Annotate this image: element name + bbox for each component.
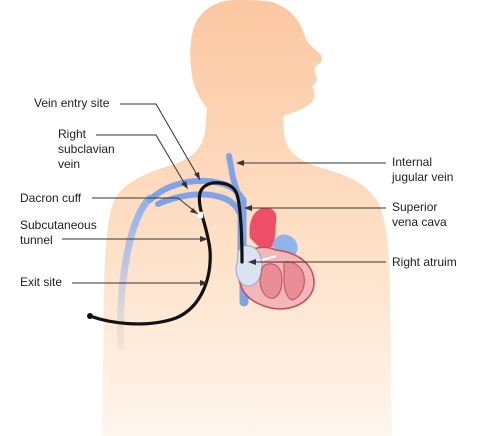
leader-lines: [62, 103, 386, 284]
catheter-tip: [87, 313, 93, 319]
arrow-internal-jugular-vein: [236, 160, 244, 166]
label-right-subclavian-vein-line-1: Right: [58, 127, 87, 141]
label-subcutaneous-tunnel-line-2: tunnel: [20, 233, 53, 247]
label-dacron-cuff: Dacron cuff: [20, 191, 82, 205]
label-internal-jugular-vein-line-1: Internal: [392, 155, 433, 169]
dacron-cuff-marker: [196, 211, 204, 219]
label-exit-site: Exit site: [20, 275, 63, 289]
right-atrium-shape: [235, 245, 263, 287]
arrow-right-atrium: [248, 259, 256, 265]
label-superior-vena-cava-line-1: Superior: [392, 200, 438, 214]
torso-silhouette: [102, 0, 392, 436]
arrow-superior-vena-cava: [244, 205, 252, 211]
label-right-subclavian-vein-line-3: vein: [58, 157, 81, 171]
label-subcutaneous-tunnel-line-1: Subcutaneous: [20, 218, 97, 232]
leader-dacron-cuff: [92, 197, 199, 215]
heart-chamber-right: [259, 263, 283, 299]
arm-vein: [116, 194, 154, 350]
arrow-exit-site: [200, 280, 208, 286]
label-superior-vena-cava-line-2: vena cava: [392, 215, 447, 229]
label-superior-vena-cava: Superior vena cava: [392, 200, 447, 230]
heart-chamber-left: [283, 261, 305, 301]
arrow-vein-entry-site: [194, 172, 200, 180]
arrow-subcutaneous-tunnel: [200, 236, 208, 242]
aortic-arch: [249, 207, 277, 250]
leader-vein-entry-site: [120, 103, 201, 181]
label-right-subclavian-vein-line-2: subclavian: [58, 142, 115, 156]
arrowheads: [181, 160, 256, 286]
arrow-right-subclavian-vein: [181, 181, 188, 189]
label-internal-jugular-vein: Internal jugular vein: [392, 155, 453, 185]
arrow-dacron-cuff: [190, 208, 198, 214]
label-internal-jugular-vein-line-2: jugular vein: [392, 170, 454, 184]
label-subcutaneous-tunnel: Subcutaneous tunnel: [20, 218, 97, 248]
label-right-atrium: Right atruim: [392, 255, 457, 269]
heart-valve: [261, 255, 277, 261]
label-right-subclavian-vein: Right subclavian vein: [58, 127, 115, 172]
catheter: [88, 181, 244, 326]
label-vein-entry-site: Vein entry site: [34, 96, 110, 110]
leader-right-subclavian-vein: [96, 134, 187, 187]
